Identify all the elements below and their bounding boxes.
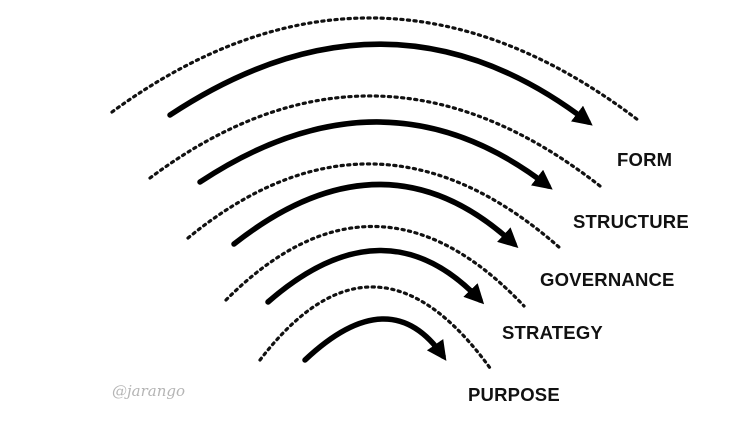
label-governance: GOVERNANCE bbox=[540, 269, 675, 290]
form-arrow bbox=[167, 41, 593, 126]
purpose-arrow bbox=[302, 316, 447, 363]
boundary-arc-2 bbox=[148, 94, 602, 188]
label-purpose: PURPOSE bbox=[468, 384, 560, 405]
boundary-arc-4 bbox=[224, 224, 526, 308]
governance-arrow bbox=[231, 181, 519, 249]
boundary-arc-outer bbox=[110, 16, 640, 122]
label-form: FORM bbox=[617, 149, 672, 170]
structure-arrow bbox=[197, 119, 553, 190]
boundary-arc-3 bbox=[186, 162, 562, 250]
boundary-arc-inner bbox=[258, 285, 492, 370]
author-signature: @jarango bbox=[112, 382, 185, 400]
label-structure: STRUCTURE bbox=[573, 211, 689, 232]
strategy-arrow bbox=[265, 247, 485, 305]
label-strategy: STRATEGY bbox=[502, 322, 603, 343]
